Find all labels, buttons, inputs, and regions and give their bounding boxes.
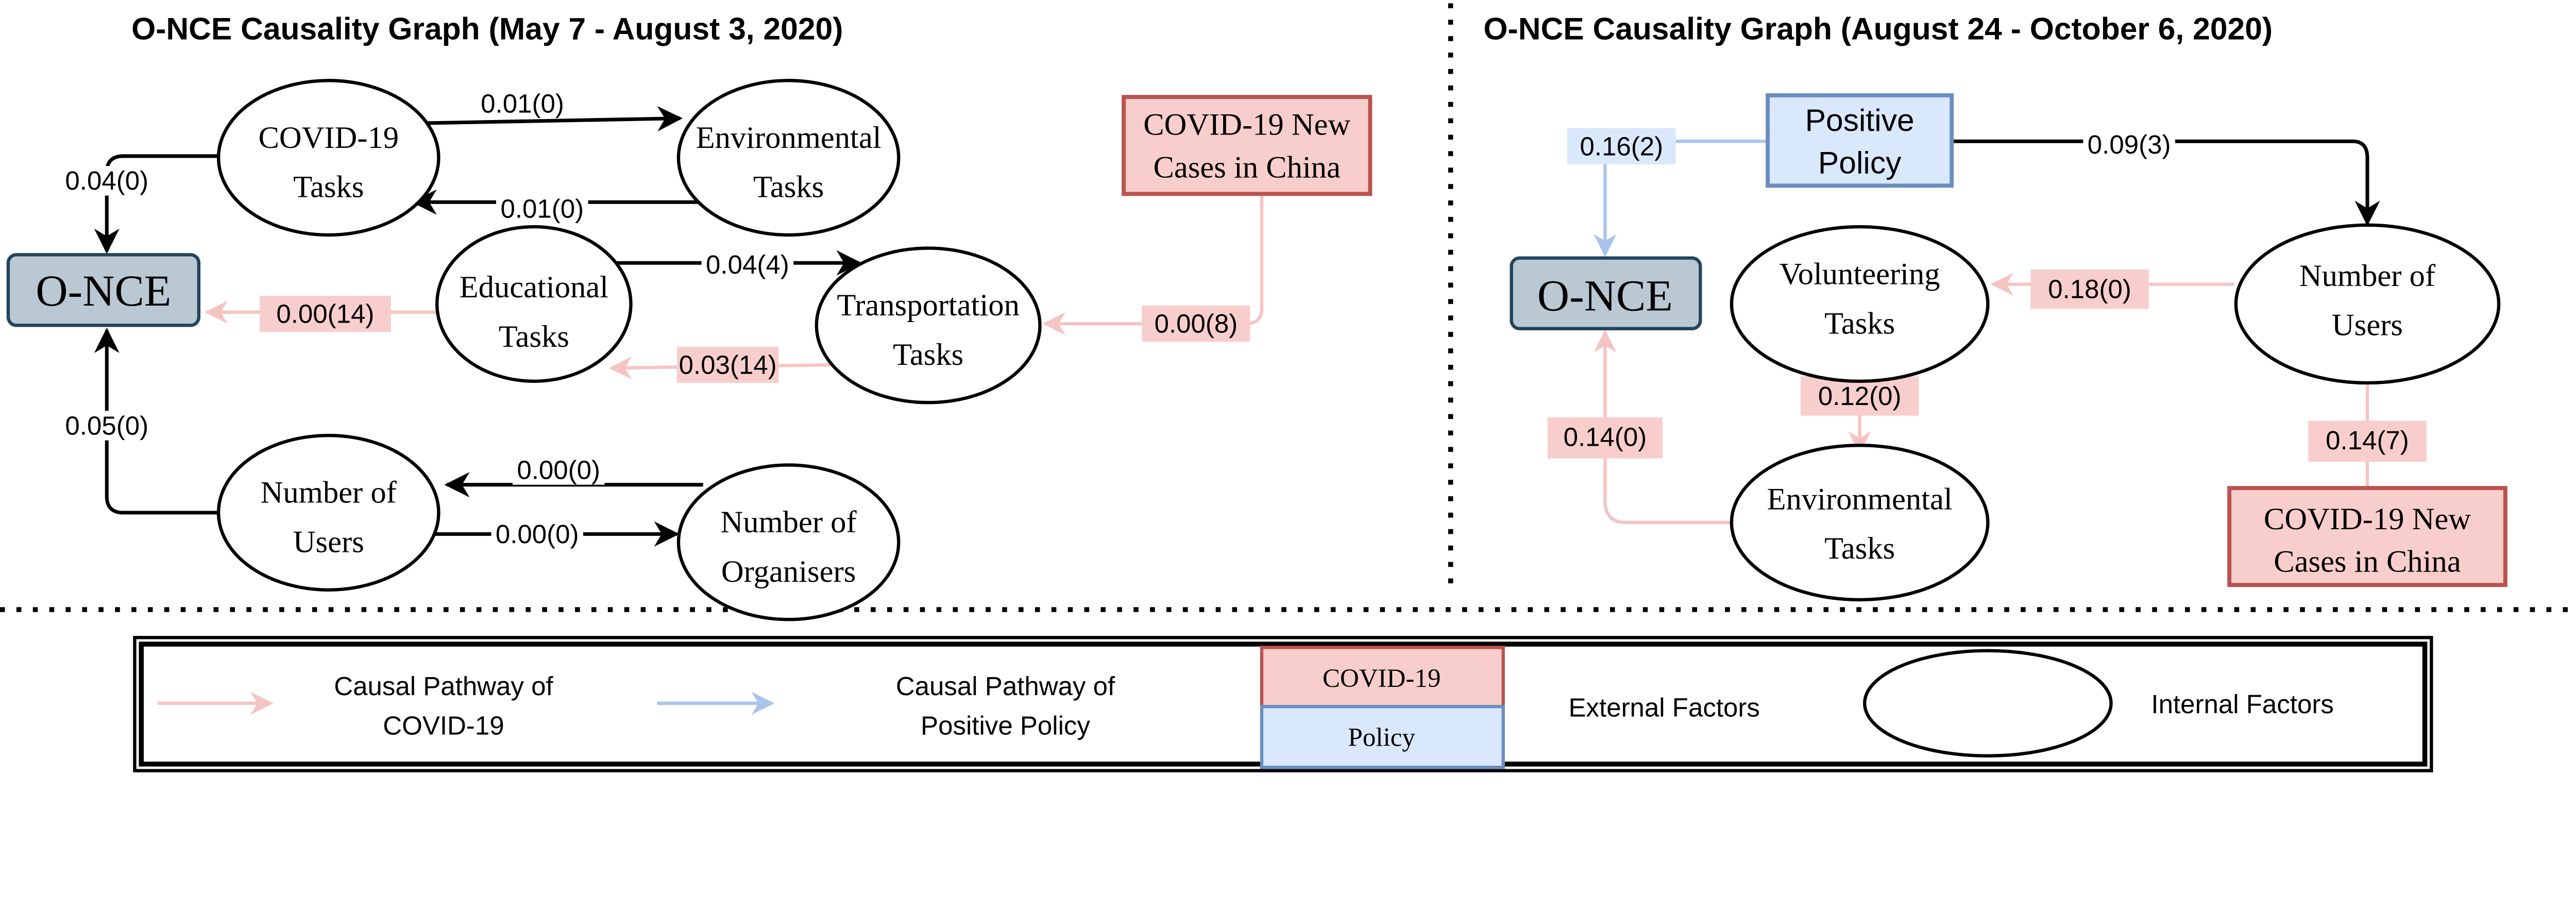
edge-label: 0.14(7) [2326, 426, 2409, 455]
edge-env-to-once [1594, 329, 1734, 525]
edge-label: 0.00(0) [517, 455, 600, 484]
edge-label: 0.00(8) [1155, 309, 1238, 339]
svg-text:O-NCE: O-NCE [1537, 271, 1673, 321]
edge-label: 0.12(0) [1818, 381, 1902, 411]
edge-label: 0.00(14) [276, 299, 374, 329]
right-graph: O-NCE Causality Graph (August 24 - Octob… [1483, 11, 2507, 602]
edge-label: 0.03(14) [679, 350, 777, 379]
edge-policy-to-users [1952, 139, 2380, 226]
legend-internal-label: Internal Factors [2151, 689, 2333, 719]
right-graph-title: O-NCE Causality Graph (August 24 - Octob… [1483, 11, 2273, 46]
left-graph: O-NCE Causality Graph (May 7 - August 3,… [6, 11, 1372, 621]
legend-external-swatch: COVID-19 Policy [1260, 646, 1505, 769]
node-positive-policy: Positive Policy [1766, 93, 1954, 188]
left-graph-title: O-NCE Causality Graph (May 7 - August 3,… [131, 11, 843, 46]
edge-label: 0.16(2) [1580, 131, 1663, 161]
edge-label: 0.05(0) [65, 411, 148, 440]
edge-label: 0.04(4) [706, 250, 789, 279]
node-once: O-NCE [1510, 256, 1702, 330]
svg-text:Policy: Policy [1818, 145, 1902, 180]
edge-label: 0.14(0) [1564, 423, 1647, 452]
svg-text:Policy: Policy [1348, 723, 1416, 752]
svg-text:Positive: Positive [1805, 103, 1914, 138]
svg-text:O-NCE: O-NCE [36, 266, 171, 315]
edge-label: 0.01(0) [500, 194, 584, 223]
svg-text:COVID-19: COVID-19 [1323, 664, 1441, 693]
legend-internal-ellipse [1863, 649, 2113, 758]
legend-external-label: External Factors [1568, 693, 1759, 722]
node-once: O-NCE [6, 253, 201, 327]
edge-covid-to-env [419, 106, 683, 131]
edge-label: 0.00(0) [496, 519, 579, 549]
edge-cases-to-trans [1042, 194, 1264, 335]
edge-label: 0.01(0) [481, 89, 564, 118]
edge-label: 0.18(0) [2048, 275, 2131, 304]
edge-label: 0.09(3) [2088, 130, 2171, 159]
edge-users-to-once [94, 328, 219, 515]
edge-label: 0.04(0) [65, 166, 148, 195]
causality-diagram: O-NCE Causality Graph (May 7 - August 3,… [0, 3, 2576, 772]
